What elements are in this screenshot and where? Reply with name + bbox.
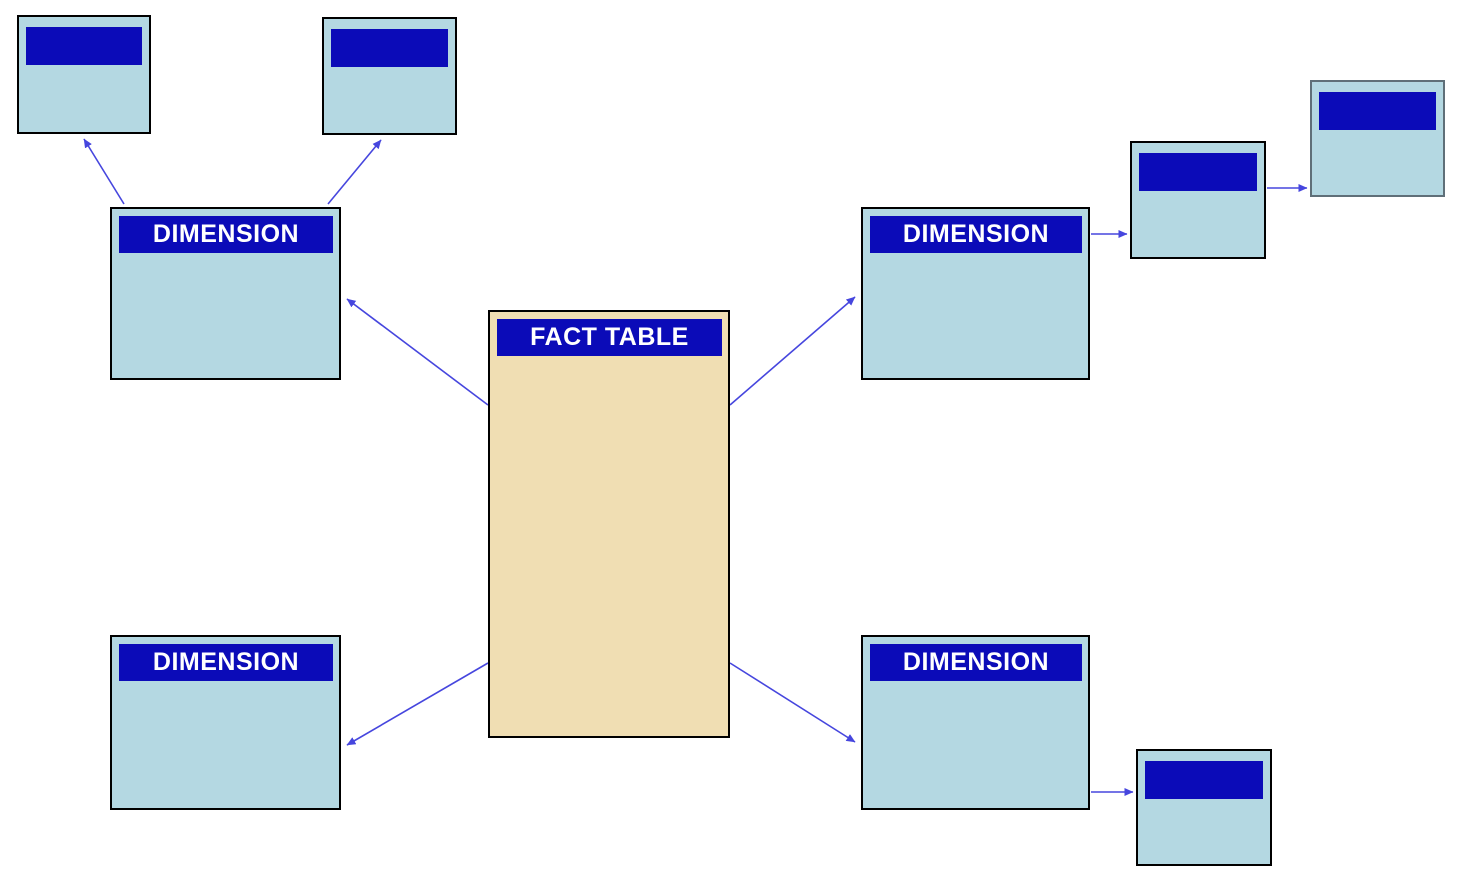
dimension-node-top-left: DIMENSION <box>110 207 341 380</box>
subdimension-node-2 <box>322 17 457 135</box>
subdimension-node-5 <box>1136 749 1272 866</box>
arrow-dimension-top-left-to-subdimension-1 <box>83 138 125 205</box>
subdimension-node-4 <box>1310 80 1445 197</box>
subdimension-title-bar <box>26 27 142 65</box>
subdimension-title-bar <box>1139 153 1257 191</box>
dimension-node-top-right: DIMENSION <box>861 207 1090 380</box>
dimension-header: DIMENSION <box>119 216 333 253</box>
arrow-fact-to-dimension-bottom-left <box>346 662 489 746</box>
subdimension-title-bar <box>331 29 448 67</box>
dimension-header: DIMENSION <box>870 644 1082 681</box>
arrow-fact-to-dimension-top-right <box>729 296 856 406</box>
arrow-dimension-top-left-to-subdimension-2 <box>327 139 382 205</box>
fact-table-node: FACT TABLE <box>488 310 730 738</box>
fact-table-label: FACT TABLE <box>530 323 689 351</box>
subdimension-title-bar <box>1319 92 1436 130</box>
dimension-label: DIMENSION <box>152 220 300 248</box>
arrow-fact-to-dimension-top-left <box>346 298 489 406</box>
fact-table-header: FACT TABLE <box>497 319 722 356</box>
subdimension-title-bar <box>1145 761 1263 799</box>
dimension-label: DIMENSION <box>152 648 300 676</box>
subdimension-node-3 <box>1130 141 1266 259</box>
dimension-node-bottom-left: DIMENSION <box>110 635 341 810</box>
arrow-fact-to-dimension-bottom-right <box>729 662 856 743</box>
dimension-header: DIMENSION <box>119 644 333 681</box>
dimension-label: DIMENSION <box>902 648 1050 676</box>
subdimension-node-1 <box>17 15 151 134</box>
dimension-header: DIMENSION <box>870 216 1082 253</box>
dimension-label: DIMENSION <box>902 220 1050 248</box>
dimension-node-bottom-right: DIMENSION <box>861 635 1090 810</box>
